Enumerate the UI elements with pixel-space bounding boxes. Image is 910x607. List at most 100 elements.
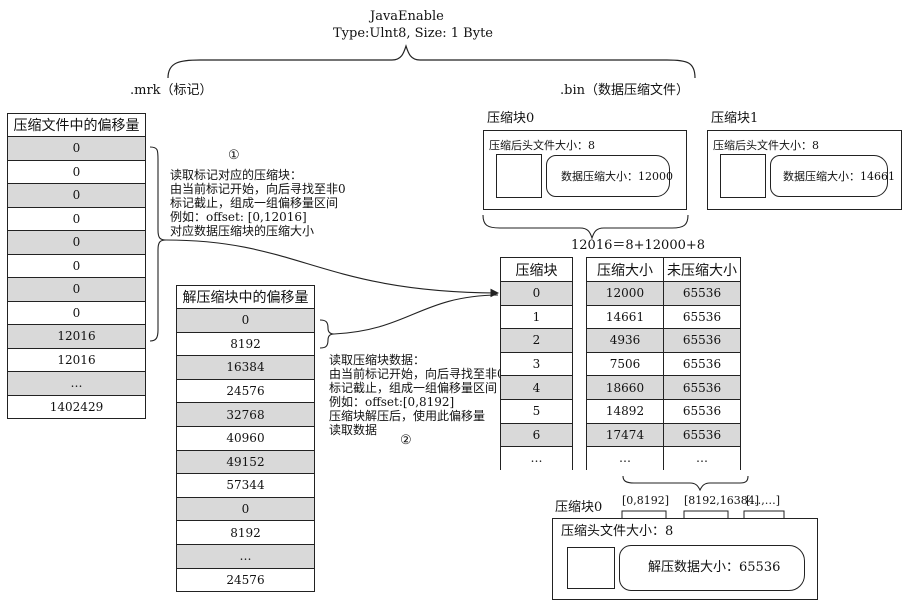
mrk-table-row: 12016 [8, 324, 145, 348]
decomp-table-row: 8192 [177, 331, 314, 356]
note1-line: 例如：offset: [0,12016] [170, 210, 307, 224]
block-table-compressed-cell: 14892 [587, 399, 663, 423]
block-table-uncompressed-cell: 65536 [663, 399, 740, 423]
block0-data-size: 数据压缩大小：12000 [561, 170, 673, 183]
block1-title: 压缩块1 [711, 111, 759, 126]
block-table-compressed-cell: 18660 [587, 375, 663, 399]
bottom-range-label: […,…] [746, 494, 781, 507]
note1-marker: ① [228, 148, 240, 163]
decomp-table-row: 49152 [177, 449, 314, 474]
block-table-compressed-cell: 4936 [587, 328, 663, 352]
block1-header-rect [720, 154, 766, 198]
decomp-table-row: 57344 [177, 473, 314, 497]
mrk-table-row: 0 [8, 277, 145, 301]
decomp-table-row: … [177, 544, 314, 568]
decomp-table-row: 32768 [177, 402, 314, 426]
mrk-label: .mrk（标记） [130, 83, 213, 98]
block-table-header-compressed: 压缩大小 [587, 258, 663, 281]
mrk-table-row: 0 [8, 230, 145, 254]
block-table-index-cell: 4 [501, 375, 572, 399]
block0-head-size: 压缩后头文件大小：8 [489, 139, 595, 152]
decomp-table-row: 24576 [177, 567, 314, 592]
mrk-table-row: 0 [8, 253, 145, 277]
bottom-data-size: 解压数据大小：65536 [648, 560, 781, 575]
block-table-index-cell: 1 [501, 304, 572, 329]
bottom-block-title: 压缩块0 [555, 500, 603, 515]
note2-line: 读取数据 [329, 423, 378, 437]
arrow-decomp-to-block-table [333, 294, 499, 335]
note1-line: 读取标记对应的压缩块： [170, 168, 303, 182]
compressed-block-0: 压缩后头文件大小：8 数据压缩大小：12000 [483, 130, 687, 210]
blocks-brace [482, 214, 689, 240]
equation: 12016＝8+12000+8 [571, 238, 706, 253]
mrk-table-row: 0 [8, 159, 145, 183]
block-table-uncompressed-cell: 65536 [663, 351, 740, 376]
bottom-data-cylinder: 解压数据大小：65536 [619, 545, 805, 591]
mrk-table-row: 0 [8, 300, 145, 324]
decomp-table-row: 0 [177, 496, 314, 521]
diagram-title: JavaEnable [370, 9, 444, 24]
block-table-uncompressed-cell: 65536 [663, 328, 740, 352]
bottom-range-label: [8192,16384] [684, 494, 760, 507]
block-table-index-cell: … [501, 446, 572, 470]
note1-line: 由当前标记开始，向后寻找至非0 [170, 182, 346, 196]
block-table-uncompressed-cell: 65536 [663, 422, 740, 447]
decomp-table-row: 40960 [177, 426, 314, 450]
bottom-head-size: 压缩头文件大小：8 [561, 524, 674, 539]
decomp-table-row: 24576 [177, 378, 314, 403]
note1-line: 对应数据压缩块的压缩大小 [170, 224, 315, 238]
bin-label: .bin（数据压缩文件） [560, 83, 689, 98]
block-table-uncompressed-cell: … [663, 446, 740, 470]
note2-marker: ② [400, 433, 412, 448]
block-table-compressed-cell: … [587, 446, 663, 470]
note1-line: 标记截止，组成一组偏移量区间 [170, 196, 339, 210]
block1-data-cylinder: 数据压缩大小：14661 [770, 155, 895, 197]
block-table-header-index: 压缩块 [501, 258, 572, 281]
block-table-uncompressed-cell: 65536 [663, 375, 740, 399]
block-table-compressed-cell: 7506 [587, 351, 663, 376]
block-table-index-cell: 0 [501, 281, 572, 305]
bottom-range-label: [0,8192] [622, 494, 670, 507]
block-table-index-cell: 5 [501, 399, 572, 423]
block-table-index-cell: 3 [501, 351, 572, 376]
mrk-table-row: … [8, 371, 145, 395]
mrk-table-row: 0 [8, 206, 145, 230]
note2-line: 压缩块解压后，使用此偏移量 [329, 409, 486, 423]
decomp-table-row: 16384 [177, 355, 314, 379]
mrk-table-row: 0 [8, 183, 145, 207]
block-table-index-cell: 2 [501, 328, 572, 352]
block-table-uncompressed-cell: 65536 [663, 304, 740, 329]
block-table-compressed-cell: 12000 [587, 281, 663, 305]
block-table-header-uncompressed: 未压缩大小 [663, 258, 740, 281]
diagram-subtitle: Type:Ulnt8, Size: 1 Byte [333, 26, 493, 41]
block1-data-size: 数据压缩大小：14661 [783, 170, 895, 183]
range-bracket [683, 510, 729, 518]
mrk-table-row: 1402429 [8, 394, 145, 418]
mrk-table-row: 12016 [8, 347, 145, 371]
decomp-table-header: 解压缩块中的偏移量 [177, 286, 314, 308]
decomp-table-row: 0 [177, 308, 314, 332]
note2-line: 由当前标记开始，向后寻找至非0 [329, 367, 505, 381]
mrk-table-header: 压缩文件中的偏移量 [8, 114, 145, 136]
block-table-uncompressed-cell: 65536 [663, 281, 740, 305]
block0-header-rect [496, 154, 542, 198]
block-table-index-cell: 6 [501, 422, 572, 447]
mrk-brace [149, 146, 167, 342]
bottom-header-rect [567, 547, 615, 589]
mrk-table-row: 0 [8, 136, 145, 160]
block-table-compressed-cell: 17474 [587, 422, 663, 447]
compressed-block-1: 压缩后头文件大小：8 数据压缩大小：14661 [707, 130, 902, 210]
block-table-compressed-cell: 14661 [587, 304, 663, 329]
range-bracket [743, 510, 785, 518]
block0-title: 压缩块0 [487, 111, 535, 126]
decomp-table-row: 8192 [177, 520, 314, 544]
decompressed-block-0: 压缩头文件大小：8 解压数据大小：65536 [552, 518, 818, 600]
decomp-brace [319, 319, 335, 349]
block1-head-size: 压缩后头文件大小：8 [713, 139, 819, 152]
block0-data-cylinder: 数据压缩大小：12000 [546, 155, 673, 197]
note2-line: 标记截止，组成一组偏移量区间 [329, 381, 498, 395]
